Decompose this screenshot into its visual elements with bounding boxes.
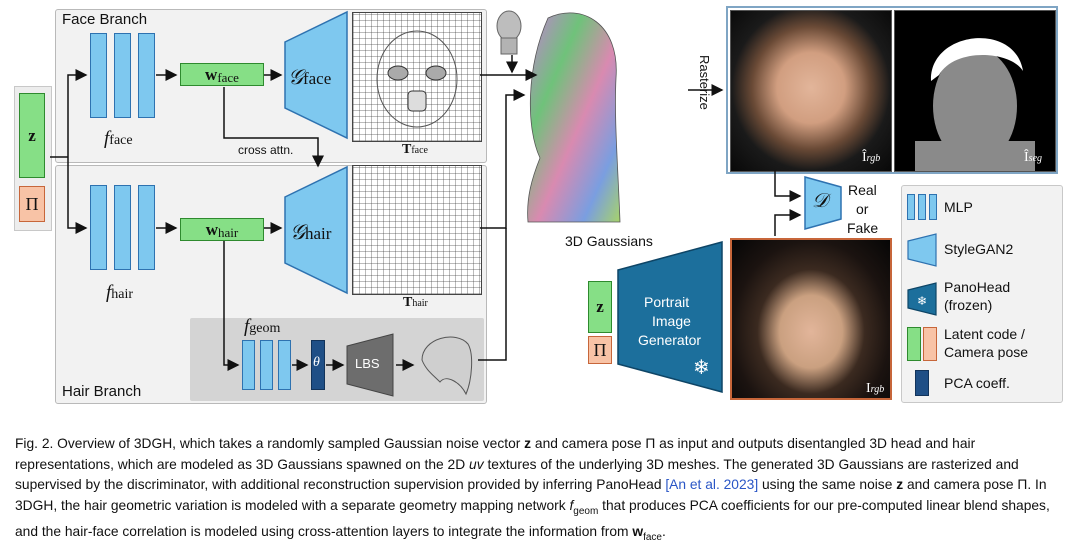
f-hair-label: fhair	[106, 282, 134, 303]
real-label: Real	[848, 182, 877, 198]
mlp-icon	[907, 194, 937, 220]
g-hair-label: 𝒢hair	[290, 220, 332, 244]
theta-label: θ⃗	[313, 355, 331, 370]
output-frame	[726, 6, 1058, 174]
i-rgb-hat-label: Îrgb	[862, 150, 881, 165]
portrait-generator-trapezoid	[617, 241, 723, 393]
f-geom-label: fgeom	[244, 316, 281, 337]
portrait-label-1: Portrait	[644, 294, 690, 310]
legend-stylegan-label: StyleGAN2	[944, 241, 1014, 257]
g-face-label: 𝒢face	[288, 65, 332, 89]
f-geom-mlp-layer-2	[260, 340, 273, 390]
hair-mesh-shape	[421, 336, 473, 396]
snowflake-icon: ❄	[693, 357, 710, 379]
or-label: or	[856, 201, 869, 217]
face-branch-title: Face Branch	[62, 11, 148, 28]
latent-z-box-2: z	[588, 281, 612, 333]
camera-pose-box: Π	[19, 186, 45, 222]
f-face-label: fface	[104, 128, 133, 149]
panohead-rgb-image	[730, 238, 892, 400]
gaussian-head-blob	[527, 12, 621, 223]
stylegan-icon	[907, 233, 937, 267]
face-texture-features	[376, 30, 458, 128]
head-mesh-icon	[496, 10, 522, 55]
gaussians-label: 3D Gaussians	[565, 233, 653, 249]
cross-attn-label: cross attn.	[238, 143, 294, 157]
t-face-label: Tface	[402, 142, 428, 157]
f-hair-mlp-layer-2	[114, 185, 131, 270]
lbs-label: LBS	[355, 356, 380, 371]
latent-z-label: z	[28, 125, 36, 145]
rendered-seg-image	[894, 10, 1056, 172]
lbs-trapezoid	[346, 333, 394, 397]
figure-caption: Fig. 2. Overview of 3DGH, which takes a …	[15, 436, 1050, 543]
g-face-trapezoid	[284, 10, 348, 140]
i-rgb-label: Irgb	[866, 381, 885, 396]
diagram-arrows	[50, 55, 802, 371]
pca-theta-box	[311, 340, 325, 390]
latent-icon	[907, 327, 937, 361]
face-texture-map	[352, 12, 482, 142]
hair-texture-map	[352, 165, 482, 295]
pca-icon	[915, 370, 929, 396]
rendered-rgb-image	[730, 10, 892, 172]
fake-label: Fake	[847, 220, 879, 236]
f-face-mlp-layer-2	[114, 33, 131, 118]
citation-link[interactable]: [An et al. 2023]	[665, 477, 759, 492]
portrait-label-3: Generator	[638, 332, 702, 348]
f-face-mlp-layer-3	[138, 33, 155, 118]
portrait-label-2: Image	[652, 313, 691, 329]
legend-mlp-label: MLP	[944, 199, 973, 215]
discriminator-label: 𝒟	[812, 190, 828, 212]
hair-branch-title: Hair Branch	[62, 383, 142, 400]
svg-text:❄: ❄	[917, 294, 927, 308]
f-hair-mlp-layer-3	[138, 185, 155, 270]
g-hair-trapezoid	[284, 165, 348, 295]
latent-z-box: z	[19, 93, 45, 178]
panohead-icon: ❄	[907, 282, 937, 316]
legend-pca-label: PCA coeff.	[944, 375, 1010, 391]
legend-latent-label: Latent code / Camera pose	[944, 326, 1029, 360]
f-hair-mlp-layer-1	[90, 185, 107, 270]
camera-pose-label: Π	[25, 193, 39, 214]
i-seg-hat-label: Îseg	[1024, 150, 1043, 165]
seg-mask-shape	[915, 38, 1035, 171]
f-geom-mlp-layer-1	[242, 340, 255, 390]
discriminator-trapezoid	[804, 176, 842, 230]
camera-pose-box-2: Π	[588, 336, 612, 364]
f-face-mlp-layer-1	[90, 33, 107, 118]
legend-panohead-label: PanoHead (frozen)	[944, 279, 1011, 313]
f-geom-mlp-layer-3	[278, 340, 291, 390]
t-hair-label: Thair	[403, 295, 428, 310]
